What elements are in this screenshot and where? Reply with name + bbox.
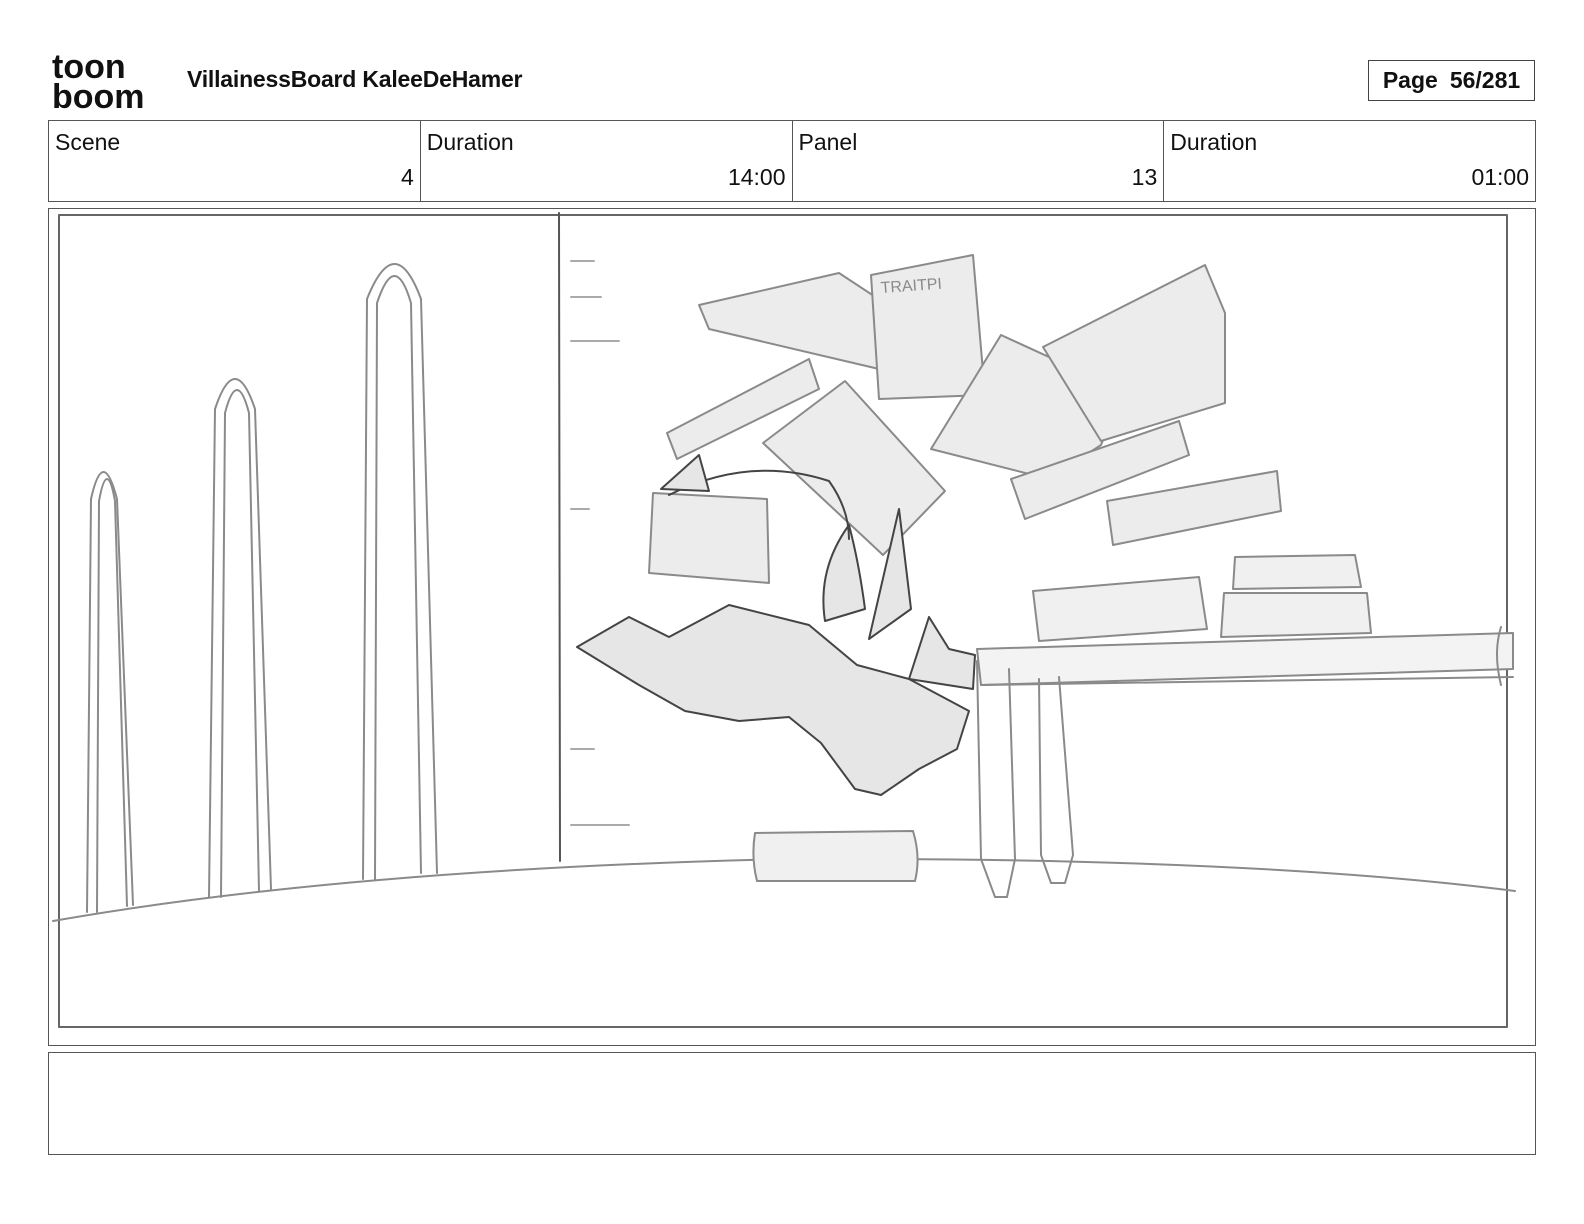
document-title: VillainessBoard KaleeDeHamer <box>187 66 523 92</box>
sketch-book-text: TRAITPI <box>880 276 942 297</box>
panel-value: 13 <box>1131 164 1158 190</box>
book-on-floor <box>752 830 919 882</box>
panel-duration-label: Duration <box>1170 129 1258 155</box>
page-indicator: Page 56/281 <box>1368 60 1535 101</box>
toonboom-logo: toon boom <box>52 50 164 112</box>
inner-frame <box>58 214 1508 1028</box>
caption-box <box>48 1052 1536 1155</box>
pillar-texture <box>570 260 630 826</box>
scene-label: Scene <box>55 129 121 155</box>
panel-duration-cell: Duration 01:00 <box>1164 121 1535 201</box>
storyboard-sketch: TRAITPI <box>52 212 1516 1028</box>
panel-label: Panel <box>798 129 858 155</box>
logo-word-bottom: boom <box>52 78 145 112</box>
flying-books <box>648 254 1282 584</box>
scene-duration-value: 14:00 <box>727 164 786 190</box>
page-label: Page <box>1382 67 1438 93</box>
arched-windows <box>86 263 438 913</box>
table <box>976 626 1514 898</box>
scene-info-table: Scene 4 Duration 14:00 Panel 13 Duration… <box>48 120 1536 202</box>
logo-word-top: toon <box>52 50 126 86</box>
pillar-edge <box>558 212 561 862</box>
falling-character <box>576 454 976 796</box>
storyboard-panel: TRAITPI <box>48 208 1536 1046</box>
scene-value: 4 <box>400 164 414 190</box>
panel-cell: Panel 13 <box>793 121 1165 201</box>
page-number: 56/281 <box>1449 67 1521 93</box>
scene-duration-label: Duration <box>426 129 514 155</box>
books-on-table <box>1032 554 1372 642</box>
scene-duration-cell: Duration 14:00 <box>421 121 793 201</box>
toonboom-logo-mark: toon boom <box>52 50 145 112</box>
scene-cell: Scene 4 <box>49 121 421 201</box>
panel-duration-value: 01:00 <box>1471 164 1529 190</box>
